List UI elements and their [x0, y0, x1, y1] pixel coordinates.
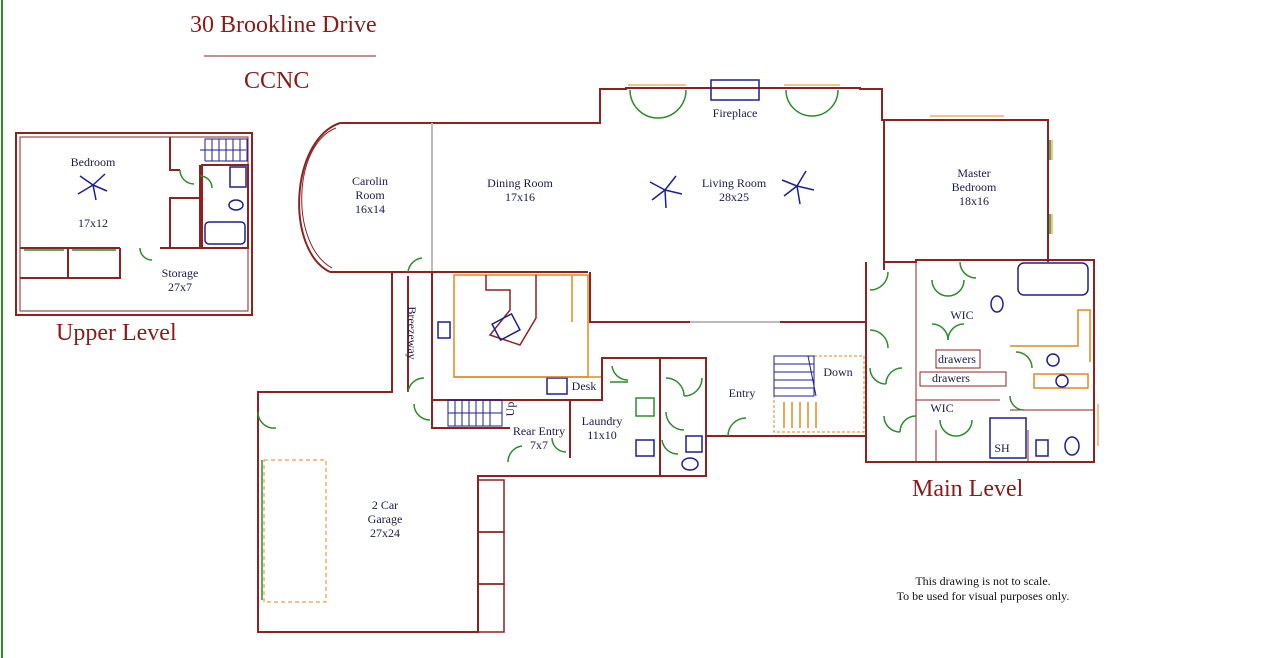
room-name: Living Room — [701, 176, 767, 190]
upper-level-plan — [15, 132, 253, 316]
room-name: Storage — [161, 266, 199, 280]
room-size: 7x7 — [530, 438, 548, 452]
main-level-label: Main Level — [912, 476, 1024, 502]
closet-label-wic-lower: WIC — [930, 401, 954, 415]
door-swings — [257, 89, 1033, 463]
drawers-label-1: drawers — [938, 352, 976, 366]
closet-label-wic-upper: WIC — [950, 308, 974, 322]
room-size: 17x16 — [505, 190, 535, 204]
room-label-laundry: Laundry 11x10 — [570, 414, 634, 442]
entry-label: Entry — [728, 386, 756, 400]
room-name-line2: Garage — [367, 512, 403, 526]
room-name: Laundry — [581, 414, 623, 428]
room-size: 16x14 — [355, 202, 385, 216]
room-label-garage: 2 Car Garage 27x24 — [350, 498, 420, 540]
room-label-bedroom: Bedroom — [62, 155, 124, 169]
shower-label: SH — [994, 441, 1010, 455]
room-size: 27x24 — [370, 526, 400, 540]
room-name: Dining Room — [487, 176, 553, 190]
main-level-plan — [257, 79, 1095, 633]
room-size: 11x10 — [587, 428, 617, 442]
drawers-label-2: drawers — [932, 371, 970, 385]
disclaimer-line-2: To be used for visual purposes only. — [896, 589, 1070, 603]
disclaimer-note: This drawing is not to scale. To be used… — [870, 574, 1096, 604]
room-label-rear-entry: Rear Entry 7x7 — [504, 424, 574, 452]
windows — [628, 84, 1099, 446]
room-size: 28x25 — [719, 190, 749, 204]
room-name: 2 Car — [371, 498, 399, 512]
breezeway-label: Breezeway — [405, 306, 419, 360]
room-name: Rear Entry — [512, 424, 566, 438]
page-title: 30 Brookline Drive — [190, 12, 377, 38]
desk-label: Desk — [571, 379, 597, 393]
fireplace-label: Fireplace — [712, 106, 758, 120]
page-subtitle: CCNC — [244, 68, 310, 94]
room-name: Carolin — [352, 174, 388, 188]
ceiling-fan-icon — [649, 170, 815, 209]
room-size-bedroom: 17x12 — [78, 216, 108, 230]
room-name: Bedroom — [70, 155, 116, 169]
room-size: 27x7 — [168, 280, 192, 294]
room-label-dining: Dining Room 17x16 — [472, 176, 568, 204]
room-name-line2: Room — [355, 188, 385, 202]
room-name: Master — [957, 166, 991, 180]
upper-level-label: Upper Level — [56, 320, 177, 346]
room-label-living: Living Room 28x25 — [686, 176, 782, 204]
stairs-up-label: Up — [503, 401, 517, 417]
room-label-master: Master Bedroom 18x16 — [942, 166, 1006, 208]
disclaimer-line-1: This drawing is not to scale. — [915, 574, 1051, 588]
room-size: 18x16 — [959, 194, 989, 208]
room-name-line2: Bedroom — [951, 180, 997, 194]
room-label-storage: Storage 27x7 — [148, 266, 212, 294]
stairs-down-label: Down — [823, 365, 853, 379]
room-label-carolin: Carolin Room 16x14 — [340, 174, 400, 216]
